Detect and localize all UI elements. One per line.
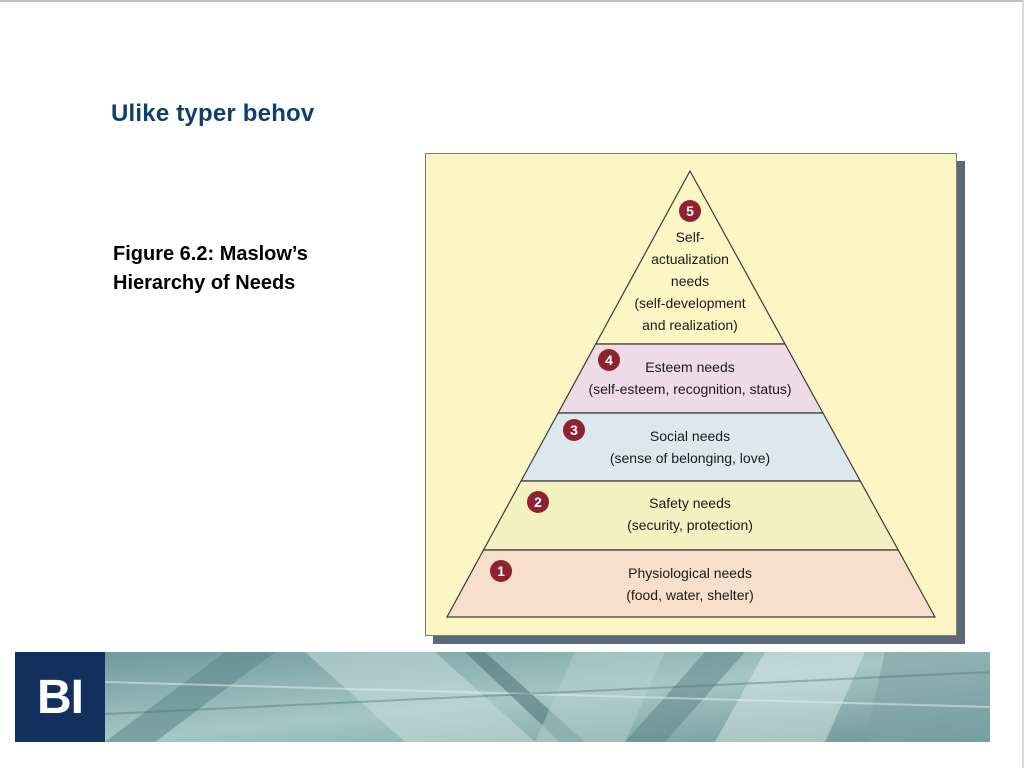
level-5-title-line: actualization: [651, 251, 729, 267]
level-3-detail-line: (sense of belonging, love): [610, 450, 770, 466]
footer-banner: BI: [15, 652, 990, 742]
bi-logo: BI: [15, 652, 105, 742]
level-badge-2: [527, 491, 549, 513]
level-5-detail-line: and realization): [642, 317, 738, 333]
caption-line-1: Figure 6.2: Maslow’s: [113, 243, 308, 265]
top-border-line: [0, 0, 1024, 2]
pyramid-level-4: [557, 343, 824, 414]
level-1-detail-line: (food, water, shelter): [626, 587, 754, 603]
caption-line-2: Hierarchy of Needs: [113, 272, 296, 294]
level-badge-3: [563, 419, 585, 441]
level-2-detail-line: (security, protection): [627, 517, 753, 533]
level-1-title-line: Physiological needs: [628, 565, 752, 581]
architecture-photo: [105, 652, 990, 742]
level-4-detail-line: (self-esteem, recognition, status): [588, 381, 791, 397]
level-3-title-line: Social needs: [650, 428, 730, 444]
level-number-2: 2: [534, 494, 542, 510]
figure-caption: Figure 6.2: Maslow’s Hierarchy of Needs: [113, 240, 403, 298]
level-5-title-line: needs: [671, 273, 709, 289]
level-number-4: 4: [605, 352, 613, 368]
level-number-5: 5: [686, 203, 694, 219]
right-border-line: [1022, 0, 1024, 768]
pyramid-level-2: [482, 480, 900, 551]
level-2-title-line: Safety needs: [649, 495, 731, 511]
level-number-3: 3: [570, 422, 578, 438]
level-5-detail-line: (self-development: [634, 295, 745, 311]
level-5-title-line: Self-: [676, 229, 705, 245]
level-number-1: 1: [497, 563, 505, 579]
level-badge-1: [490, 560, 512, 582]
pyramid-level-1: [445, 549, 937, 618]
level-badge-4: [598, 349, 620, 371]
level-4-title-line: Esteem needs: [645, 359, 735, 375]
slide-title: Ulike typer behov: [111, 100, 315, 127]
level-badge-5: [679, 200, 701, 222]
